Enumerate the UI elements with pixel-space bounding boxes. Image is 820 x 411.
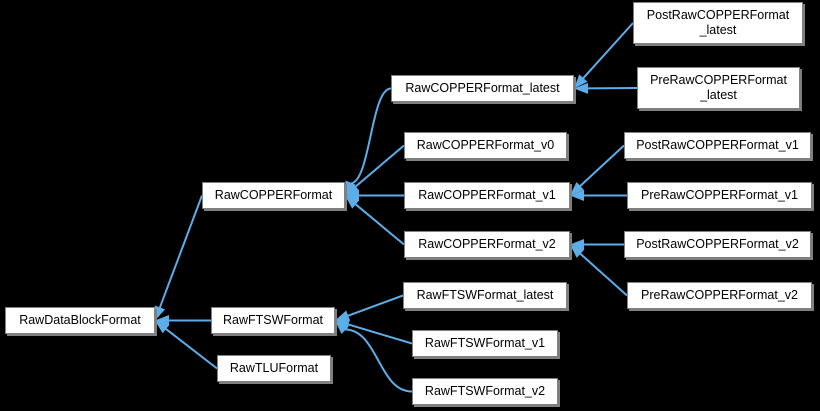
class-node-label: RawCOPPERFormat_v1 — [418, 188, 556, 202]
class-node-label: PostRawCOPPERFormat _latest — [646, 8, 790, 37]
inheritance-arrowhead — [335, 319, 350, 330]
inheritance-arrowhead — [574, 82, 589, 94]
inheritance-edge — [347, 323, 413, 345]
inheritance-arrowhead — [345, 190, 359, 201]
class-node-PreRawCOPPERFormat_v2[interactable]: PreRawCOPPERFormat_v2 — [627, 282, 812, 309]
class-node-RawFTSWFormat_latest[interactable]: RawFTSWFormat_latest — [403, 282, 567, 309]
class-node-PreRawCOPPERFormat_latest[interactable]: PreRawCOPPERFormat _latest — [637, 67, 800, 109]
inheritance-edge — [354, 144, 405, 188]
class-node-label: RawFTSWFormat_latest — [416, 288, 554, 302]
class-node-RawFTSWFormat_v2[interactable]: RawFTSWFormat_v2 — [412, 378, 558, 405]
class-node-label: RawCOPPERFormat_latest — [405, 81, 560, 95]
inheritance-arrowhead — [570, 244, 585, 258]
class-node-RawCOPPERFormat_latest[interactable]: RawCOPPERFormat_latest — [391, 75, 574, 102]
inheritance-edge — [158, 195, 203, 309]
inheritance-edge — [579, 252, 628, 297]
class-node-PreRawCOPPERFormat_v1[interactable]: PreRawCOPPERFormat_v1 — [627, 182, 812, 209]
inheritance-edge — [581, 22, 634, 80]
inheritance-arrowhead — [155, 315, 169, 326]
class-node-label: RawFTSWFormat — [223, 313, 323, 327]
class-node-RawCOPPERFormat[interactable]: RawCOPPERFormat — [202, 182, 345, 209]
inheritance-arrowhead — [155, 320, 170, 334]
class-node-RawCOPPERFormat_v0[interactable]: RawCOPPERFormat_v0 — [404, 132, 567, 159]
class-node-label: RawCOPPERFormat_v0 — [416, 138, 555, 152]
class-node-label: RawCOPPERFormat — [214, 188, 333, 202]
inheritance-arrowhead — [570, 190, 584, 201]
inheritance-edge — [578, 144, 625, 188]
inheritance-arrowhead — [335, 310, 351, 321]
class-node-PostRawCOPPERFormat_v1[interactable]: PostRawCOPPERFormat_v1 — [624, 132, 811, 159]
class-node-RawCOPPERFormat_v2[interactable]: RawCOPPERFormat_v2 — [404, 231, 570, 258]
class-node-label: PreRawCOPPERFormat _latest — [650, 73, 787, 102]
inheritance-edge — [164, 327, 218, 370]
class-node-label: PostRawCOPPERFormat_v2 — [636, 237, 799, 251]
inheritance-arrowhead — [345, 195, 360, 209]
class-node-label: RawDataBlockFormat — [19, 313, 141, 327]
inheritance-edge — [349, 87, 392, 185]
class-node-label: PostRawCOPPERFormat_v1 — [636, 138, 799, 152]
inheritance-arrowhead — [570, 239, 584, 250]
class-node-RawFTSWFormat[interactable]: RawFTSWFormat — [211, 307, 335, 334]
inheritance-arrowhead — [574, 74, 588, 89]
class-node-label: RawTLUFormat — [229, 361, 319, 375]
inheritance-arrowhead — [345, 182, 360, 196]
inheritance-edge — [344, 328, 413, 393]
inheritance-arrowhead — [335, 320, 350, 335]
class-node-RawFTSWFormat_v1[interactable]: RawFTSWFormat_v1 — [412, 330, 558, 357]
class-node-RawCOPPERFormat_v1[interactable]: RawCOPPERFormat_v1 — [404, 182, 570, 209]
class-node-PostRawCOPPERFormat_latest[interactable]: PostRawCOPPERFormat _latest — [633, 2, 803, 44]
inheritance-arrowhead — [154, 305, 166, 321]
inheritance-edge — [354, 203, 405, 246]
class-node-label: RawCOPPERFormat_v2 — [418, 237, 556, 251]
class-node-RawTLUFormat[interactable]: RawTLUFormat — [217, 355, 331, 382]
inheritance-arrowhead — [345, 180, 356, 196]
class-node-label: PreRawCOPPERFormat_v1 — [641, 188, 798, 202]
class-node-PostRawCOPPERFormat_v2[interactable]: PostRawCOPPERFormat_v2 — [624, 231, 811, 258]
class-node-RawDataBlockFormat[interactable]: RawDataBlockFormat — [5, 307, 155, 334]
inheritance-edge — [346, 294, 404, 317]
inheritance-arrowhead — [570, 181, 585, 196]
class-node-label: RawFTSWFormat_v1 — [424, 336, 546, 350]
class-node-label: PreRawCOPPERFormat_v2 — [641, 288, 798, 302]
class-node-label: RawFTSWFormat_v2 — [424, 384, 546, 398]
